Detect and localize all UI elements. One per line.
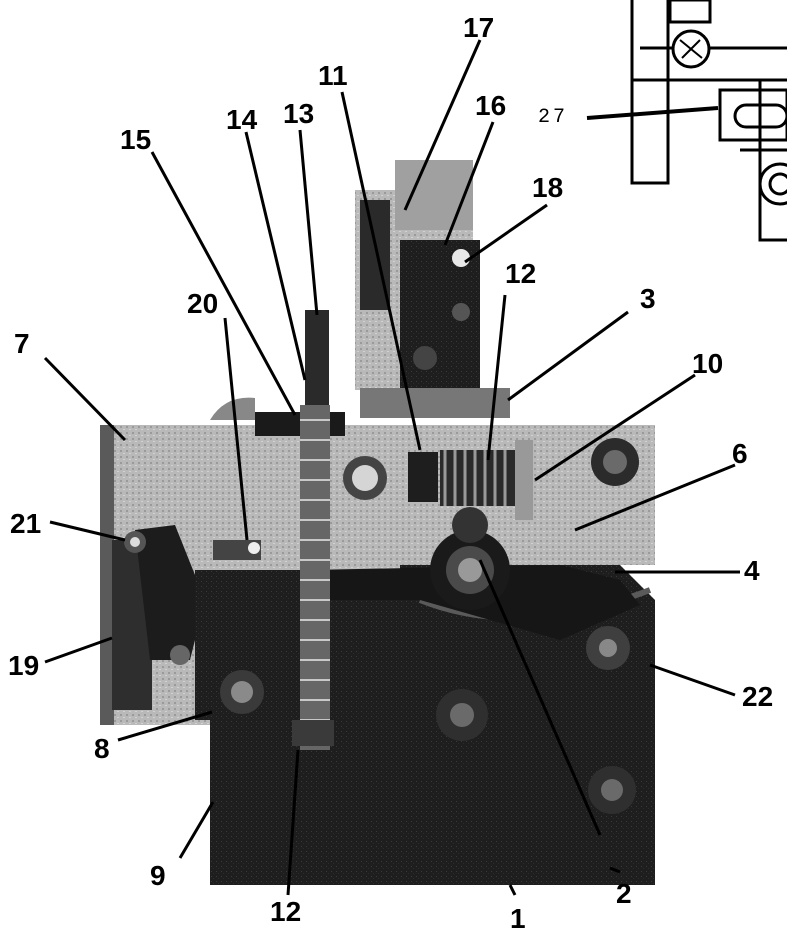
leader-lines [43,39,740,896]
callout-22: 22 [742,681,774,712]
inset-detail [586,0,787,242]
cam-lever [310,530,640,640]
callout-27: 27 [538,106,569,129]
screw-rod [255,310,345,750]
callout-8: 8 [94,733,110,764]
callout-20: 20 [187,288,219,319]
callout-3: 3 [640,283,656,314]
callout-6: 6 [732,438,748,469]
callout-17: 17 [463,12,495,43]
callout-15: 15 [120,124,152,155]
upper-bracket [355,160,510,418]
spring-gear [408,440,533,543]
callout-9: 9 [150,860,166,891]
callout-12-top: 12 [505,258,537,289]
callout-16: 16 [475,90,507,121]
callout-4: 4 [744,555,760,586]
callout-13: 13 [283,98,315,129]
callout-12-bottom: 12 [270,896,302,927]
left-arm [112,525,261,710]
callout-1: 1 [510,903,526,934]
callout-21: 21 [10,508,42,539]
callout-7: 7 [14,328,30,359]
callout-11: 11 [318,60,348,91]
callout-10: 10 [692,348,724,379]
callout-14: 14 [226,104,258,135]
callout-18: 18 [532,172,564,203]
callout-2: 2 [616,878,632,909]
callout-19: 19 [8,650,40,681]
